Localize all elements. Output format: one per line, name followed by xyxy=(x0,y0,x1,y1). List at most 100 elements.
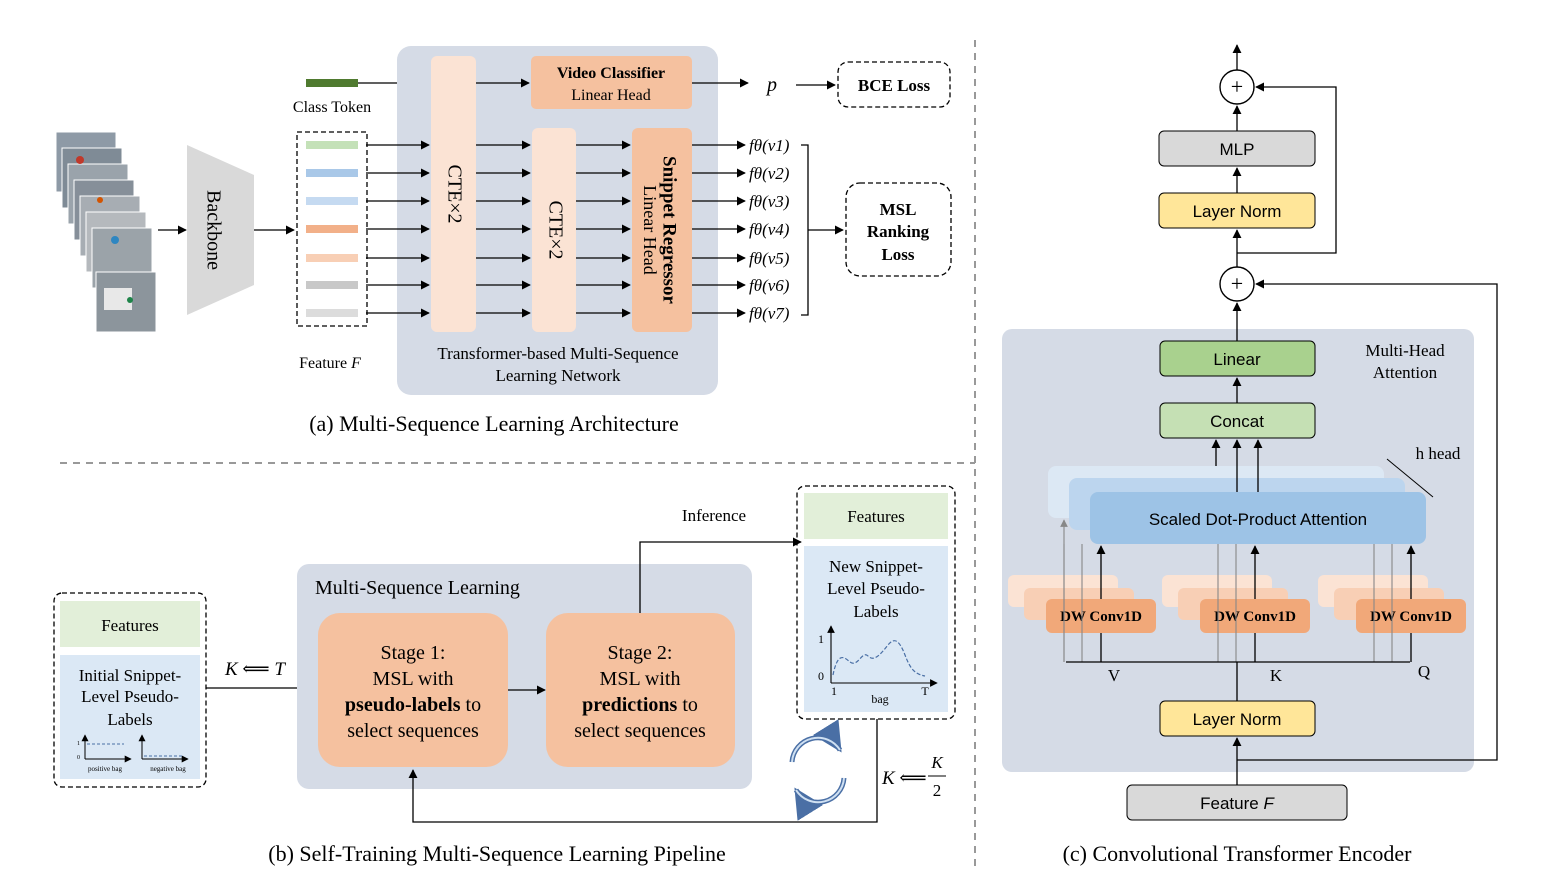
msl-loss-line3: Loss xyxy=(881,245,914,264)
video-classifier-head xyxy=(531,56,692,109)
new-labels-line2: Level Pseudo- xyxy=(827,579,925,598)
h-head-label: h head xyxy=(1416,444,1461,463)
msl-ranking-loss-box xyxy=(845,182,952,277)
video-classifier-subtitle: Linear Head xyxy=(571,87,651,104)
feature-bar-1 xyxy=(306,141,358,149)
plot-x-tick-t: T xyxy=(921,684,929,698)
dwconv-block-3 xyxy=(1356,599,1466,633)
msl-loss-line2: Ranking xyxy=(867,222,930,241)
plot-x-tick-1: 1 xyxy=(831,684,837,698)
backbone-label: Backbone xyxy=(202,190,224,270)
cycle-icon xyxy=(789,719,847,821)
new-features-header xyxy=(804,493,948,539)
new-labels-line3: Labels xyxy=(853,602,898,621)
feature-set-box xyxy=(296,131,368,327)
bce-loss-label: BCE Loss xyxy=(858,76,931,95)
initial-features-title: Features xyxy=(101,616,159,635)
feature-bar-6 xyxy=(306,281,358,289)
snippet-regressor-subtitle: Linear Head xyxy=(640,185,660,274)
initial-features-header xyxy=(60,601,200,647)
q-label: Q xyxy=(1418,662,1430,681)
initial-features-box xyxy=(53,592,207,788)
concat-label: Concat xyxy=(1210,412,1264,431)
svg-text:+: + xyxy=(1231,74,1243,99)
svg-text:0: 0 xyxy=(77,755,80,761)
initial-labels-line2: Level Pseudo- xyxy=(81,687,179,706)
msl-stage-title: Multi-Sequence Learning xyxy=(315,577,520,599)
layer-norm-bottom-block xyxy=(1159,700,1316,737)
k-label: K xyxy=(1270,666,1283,685)
stage-2-line3: predictions to xyxy=(582,694,698,716)
backbone-block xyxy=(187,145,254,315)
negative-bag-label: negative bag xyxy=(150,765,186,773)
dwconv-label-1: DW Conv1D xyxy=(1060,609,1142,625)
inference-label: Inference xyxy=(682,506,746,525)
attention-head-1 xyxy=(1090,492,1426,544)
stage-1-line3: pseudo-labels to xyxy=(345,694,481,716)
output-label-6: fθ(v6) xyxy=(749,276,790,295)
output-label-3: fθ(v3) xyxy=(749,192,790,211)
positive-bag-mini-plot: 1 0 positive bag xyxy=(77,734,132,773)
mha-label-line1: Multi-Head xyxy=(1365,341,1445,360)
output-label-4: fθ(v4) xyxy=(749,220,790,239)
feature-f-input-block xyxy=(1126,784,1348,821)
output-label-2: fθ(v2) xyxy=(749,164,790,183)
panel-c: Multi-Head Attention + MLP Layer Norm + … xyxy=(1002,44,1498,866)
video-classifier-title: Video Classifier xyxy=(557,65,665,82)
dwconv-label-2: DW Conv1D xyxy=(1214,609,1296,625)
positive-bag-label: positive bag xyxy=(88,765,123,773)
cte-block-2 xyxy=(532,128,576,332)
plot-x-label: bag xyxy=(871,692,888,706)
stage-1-box xyxy=(318,613,508,767)
cte-block-1-label: CTE×2 xyxy=(443,164,465,223)
stage-2-line4: select sequences xyxy=(574,720,706,742)
stage-2-line1: Stage 2: xyxy=(608,642,673,664)
k-half-lhs: K ⟸ xyxy=(881,768,927,789)
panel-a: Backbone Class Token Feature F CTE×2 CTE… xyxy=(55,46,952,436)
svg-text:+: + xyxy=(1231,271,1243,296)
sdpa-label: Scaled Dot-Product Attention xyxy=(1149,510,1367,529)
feature-bar-5 xyxy=(306,254,358,262)
v-label: V xyxy=(1108,666,1121,685)
layer-norm-top-label: Layer Norm xyxy=(1193,202,1282,221)
feature-f-input-label: Feature F xyxy=(1200,794,1275,813)
stage-1-line4: select sequences xyxy=(347,720,479,742)
stage-2-line2: MSL with xyxy=(600,668,681,690)
dwconv-block-1 xyxy=(1046,599,1156,633)
cte-block-1 xyxy=(431,56,476,332)
negative-bag-mini-plot: negative bag xyxy=(138,734,189,773)
mha-label-line2: Attention xyxy=(1373,363,1438,382)
mlp-label: MLP xyxy=(1220,140,1255,159)
feature-bar-7 xyxy=(306,309,358,317)
snippet-regressor-title: Snippet Regressor xyxy=(659,156,680,305)
concat-block xyxy=(1159,402,1316,439)
k-half-denominator: 2 xyxy=(933,781,942,800)
feature-bar-2 xyxy=(306,169,358,177)
network-label-line2: Learning Network xyxy=(495,366,621,385)
feature-bar-4 xyxy=(306,225,358,233)
initial-labels-line3: Labels xyxy=(107,710,152,729)
class-token-label: Class Token xyxy=(293,99,371,116)
k-assign-t-label: K ⟸ T xyxy=(224,659,286,680)
layer-norm-top-block xyxy=(1158,192,1316,229)
new-features-title: Features xyxy=(847,507,905,526)
class-token-bar xyxy=(306,79,358,87)
feature-bar-3 xyxy=(306,197,358,205)
new-labels-plot: 1 0 1 T bag xyxy=(818,625,938,706)
cte-block-2-label: CTE×2 xyxy=(544,200,566,259)
plot-y-tick-0: 0 xyxy=(818,669,824,683)
video-frames-image xyxy=(55,131,157,333)
layer-norm-bottom-label: Layer Norm xyxy=(1193,710,1282,729)
stage-2-box xyxy=(546,613,735,767)
caption-b: (b) Self-Training Multi-Sequence Learnin… xyxy=(268,841,725,866)
p-label: p xyxy=(765,74,777,96)
feature-f-label: Feature F xyxy=(299,355,361,372)
residual-add-top xyxy=(1219,69,1255,105)
mlp-block xyxy=(1158,130,1316,167)
dwconv-label-3: DW Conv1D xyxy=(1370,609,1452,625)
linear-label: Linear xyxy=(1213,350,1261,369)
plot-y-tick-1: 1 xyxy=(818,632,824,646)
panel-b: Features Initial Snippet- Level Pseudo- … xyxy=(53,485,956,866)
output-label-5: fθ(v5) xyxy=(749,249,790,268)
residual-add-bottom xyxy=(1219,266,1255,302)
